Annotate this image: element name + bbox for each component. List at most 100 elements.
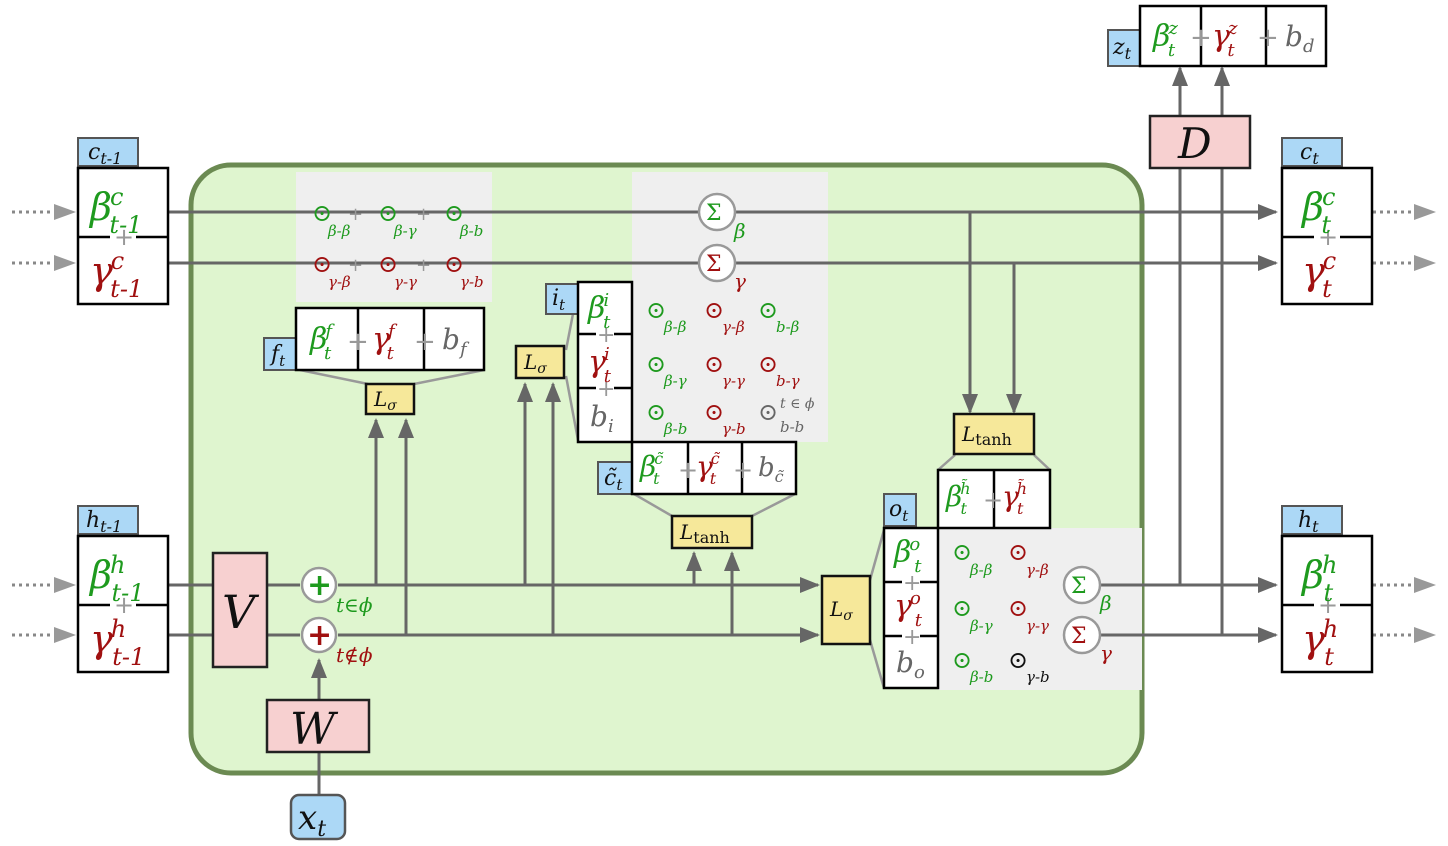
svg-text:γ-b: γ-b [1026,668,1050,686]
svg-text:⊙: ⊙ [312,250,332,278]
i-plus-2: + [597,377,615,402]
svg-text:⊙: ⊙ [704,296,724,324]
w-operator [265,698,371,754]
svg-text:⊙: ⊙ [704,398,724,426]
svg-text:⊙: ⊙ [952,594,972,622]
z-plus-1: + [1190,23,1212,53]
svg-text:+: + [348,204,363,225]
svg-text:β-β: β-β [327,222,351,240]
forget-products-row-beta: ⊙ β-β + ⊙ β-γ + ⊙ β-b [312,199,483,240]
o-sigma-gamma-sub: γ [1100,641,1112,665]
f-tag-bg [263,337,297,371]
svg-text:⊙: ⊙ [758,296,778,324]
svg-text:γ-γ: γ-γ [394,273,417,291]
svg-text:β-β: β-β [663,318,687,336]
c-prev-tag: ct-1 [88,140,122,168]
svg-text:⊙: ⊙ [1008,538,1028,566]
svg-text:γ-β: γ-β [1026,561,1049,579]
x-input [289,793,347,841]
o-tag-bg [883,493,917,527]
f-conn-1 [299,368,369,386]
svg-text:γ-γ: γ-γ [722,372,745,390]
o-sigma-gamma-circle [1062,615,1102,655]
o-bias: bo [896,646,925,683]
oplus-beta-sign: + [307,568,332,603]
h-ltanh [952,412,1036,456]
v-operator [211,551,269,669]
ctilde-beta: βc̃t [639,449,664,488]
f-plus-2: + [414,327,436,357]
svg-text:β-β: β-β [969,561,993,579]
i-tag: it [552,286,566,314]
svg-text:β-b: β-b [459,222,483,240]
d-label: D [1177,119,1212,168]
svg-text:γ-β: γ-β [328,273,351,291]
svg-text:β-γ: β-γ [663,372,687,390]
o-conn-1 [868,529,886,581]
svg-text:⊙: ⊙ [378,199,398,227]
o-plus-2: + [903,625,921,650]
o-lsigma-label: Lσ [829,597,853,624]
htilde-beta: βh̃t [945,479,971,518]
svg-text:β-γ: β-γ [393,222,417,240]
ctilde-plus-2: + [733,456,753,484]
i-bias: bi [590,400,614,437]
svg-text:b-b: b-b [780,418,804,436]
sigma-gamma-sign: Σ [706,252,722,277]
svg-text:β-b: β-b [969,668,993,686]
output-products-bg [938,528,1142,690]
svg-text:⊙: ⊙ [758,350,778,378]
oplus-gamma [300,616,338,654]
ctilde-tag-bg [597,461,633,495]
f-lsigma [364,382,416,416]
i-conn-2 [564,375,580,441]
h-plus: + [1318,591,1338,619]
svg-text:+: + [416,204,431,225]
o-sigma-beta-sign: Σ [1071,574,1087,599]
sigma-beta-sign: Σ [706,201,722,226]
h-prev-tag-bg [77,505,139,535]
svg-text:⊙: ⊙ [646,296,666,324]
c-ltanh-label: Ltanh [679,520,730,547]
c-ltanh [670,514,754,550]
svg-text:⊙: ⊙ [646,398,666,426]
o-conn-2 [868,639,886,689]
svg-text:⊙: ⊙ [1008,646,1028,674]
i-tag-bg [545,283,579,315]
h-prev-plus: + [114,591,134,619]
svg-text:⊙: ⊙ [444,199,464,227]
z-plus-2: + [1257,23,1279,53]
svg-text:⊙: ⊙ [312,199,332,227]
cell-products-grid: ⊙ β-β ⊙ γ-β ⊙ b-β ⊙ β-γ ⊙ γ-γ ⊙ b-γ ⊙ β-… [646,296,815,438]
h-tag-bg [1281,505,1343,535]
htilde-gamma: γh̃t [1002,479,1027,518]
i-plus-1: + [597,323,615,348]
z-box [1138,4,1328,68]
ctilde-box [630,440,798,496]
z-bias: bd [1285,20,1314,57]
o-plus-1: + [903,571,921,596]
svg-text:+: + [416,255,431,276]
o-lsigma [820,574,872,646]
svg-text:⊙: ⊙ [758,398,778,426]
h-ltanh-label: Ltanh [961,422,1012,449]
h-conn-2 [1033,454,1051,471]
h-conn-1 [937,454,956,471]
h-prev-tag: ht-1 [86,508,122,536]
c-conn-1 [633,492,673,518]
i-lsigma-label: Lσ [523,350,547,377]
svg-text:γ-β: γ-β [722,318,745,336]
o-sigma-beta-sub: β [1099,591,1112,615]
svg-text:γ-b: γ-b [460,273,484,291]
svg-text:β-b: β-b [663,420,687,438]
d-operator [1148,114,1252,170]
